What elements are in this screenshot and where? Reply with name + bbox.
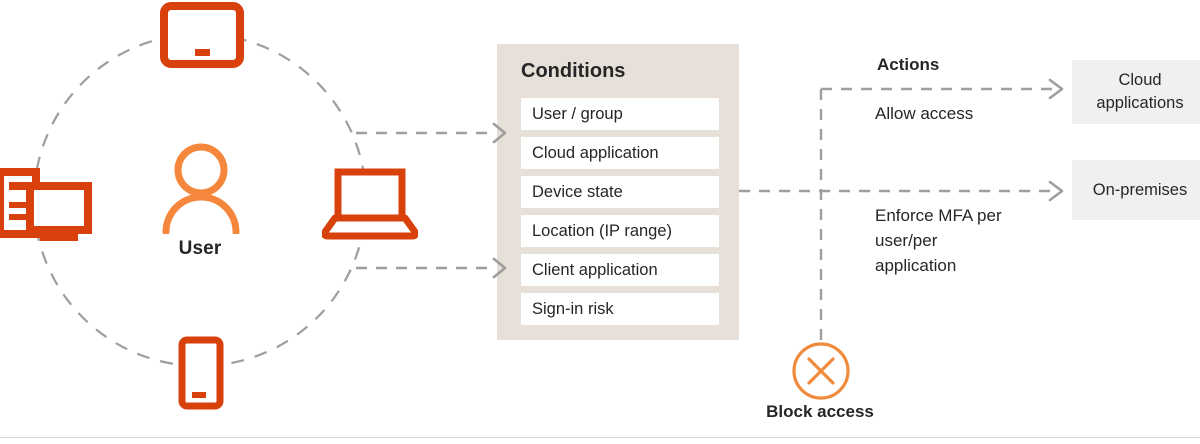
condition-row[interactable]: Device state	[521, 176, 719, 208]
cloud-applications-box[interactable]: Cloud applications	[1072, 60, 1200, 124]
tablet-icon	[160, 2, 244, 68]
user-label: User	[178, 238, 222, 259]
arrowhead-to-cloud-applications	[1048, 78, 1064, 100]
conditions-list: User / group Cloud application Device st…	[521, 98, 719, 325]
block-access-label: Block access	[766, 402, 874, 421]
actions-title: Actions	[877, 55, 940, 74]
allow-access-label: Allow access	[875, 104, 974, 123]
condition-row[interactable]: Sign-in risk	[521, 293, 719, 325]
bottom-divider	[0, 437, 1200, 438]
conditions-panel: Conditions User / group Cloud applicatio…	[497, 44, 739, 340]
condition-row[interactable]: Cloud application	[521, 137, 719, 169]
laptop-icon	[322, 168, 418, 240]
identity-device-cluster: User	[0, 0, 470, 444]
conditions-title: Conditions	[521, 60, 626, 82]
condition-row[interactable]: Client application	[521, 254, 719, 286]
condition-row[interactable]: User / group	[521, 98, 719, 130]
enforce-mfa-label: Enforce MFA per user/per application	[875, 206, 1002, 275]
circle-x-icon	[792, 342, 850, 400]
arrowhead-to-on-premises	[1048, 180, 1064, 202]
person-icon	[162, 143, 240, 234]
on-premises-box[interactable]: On-premises	[1072, 160, 1200, 220]
phone-icon	[178, 336, 224, 410]
desktop-icon	[0, 168, 92, 241]
condition-row[interactable]: Location (IP range)	[521, 215, 719, 247]
